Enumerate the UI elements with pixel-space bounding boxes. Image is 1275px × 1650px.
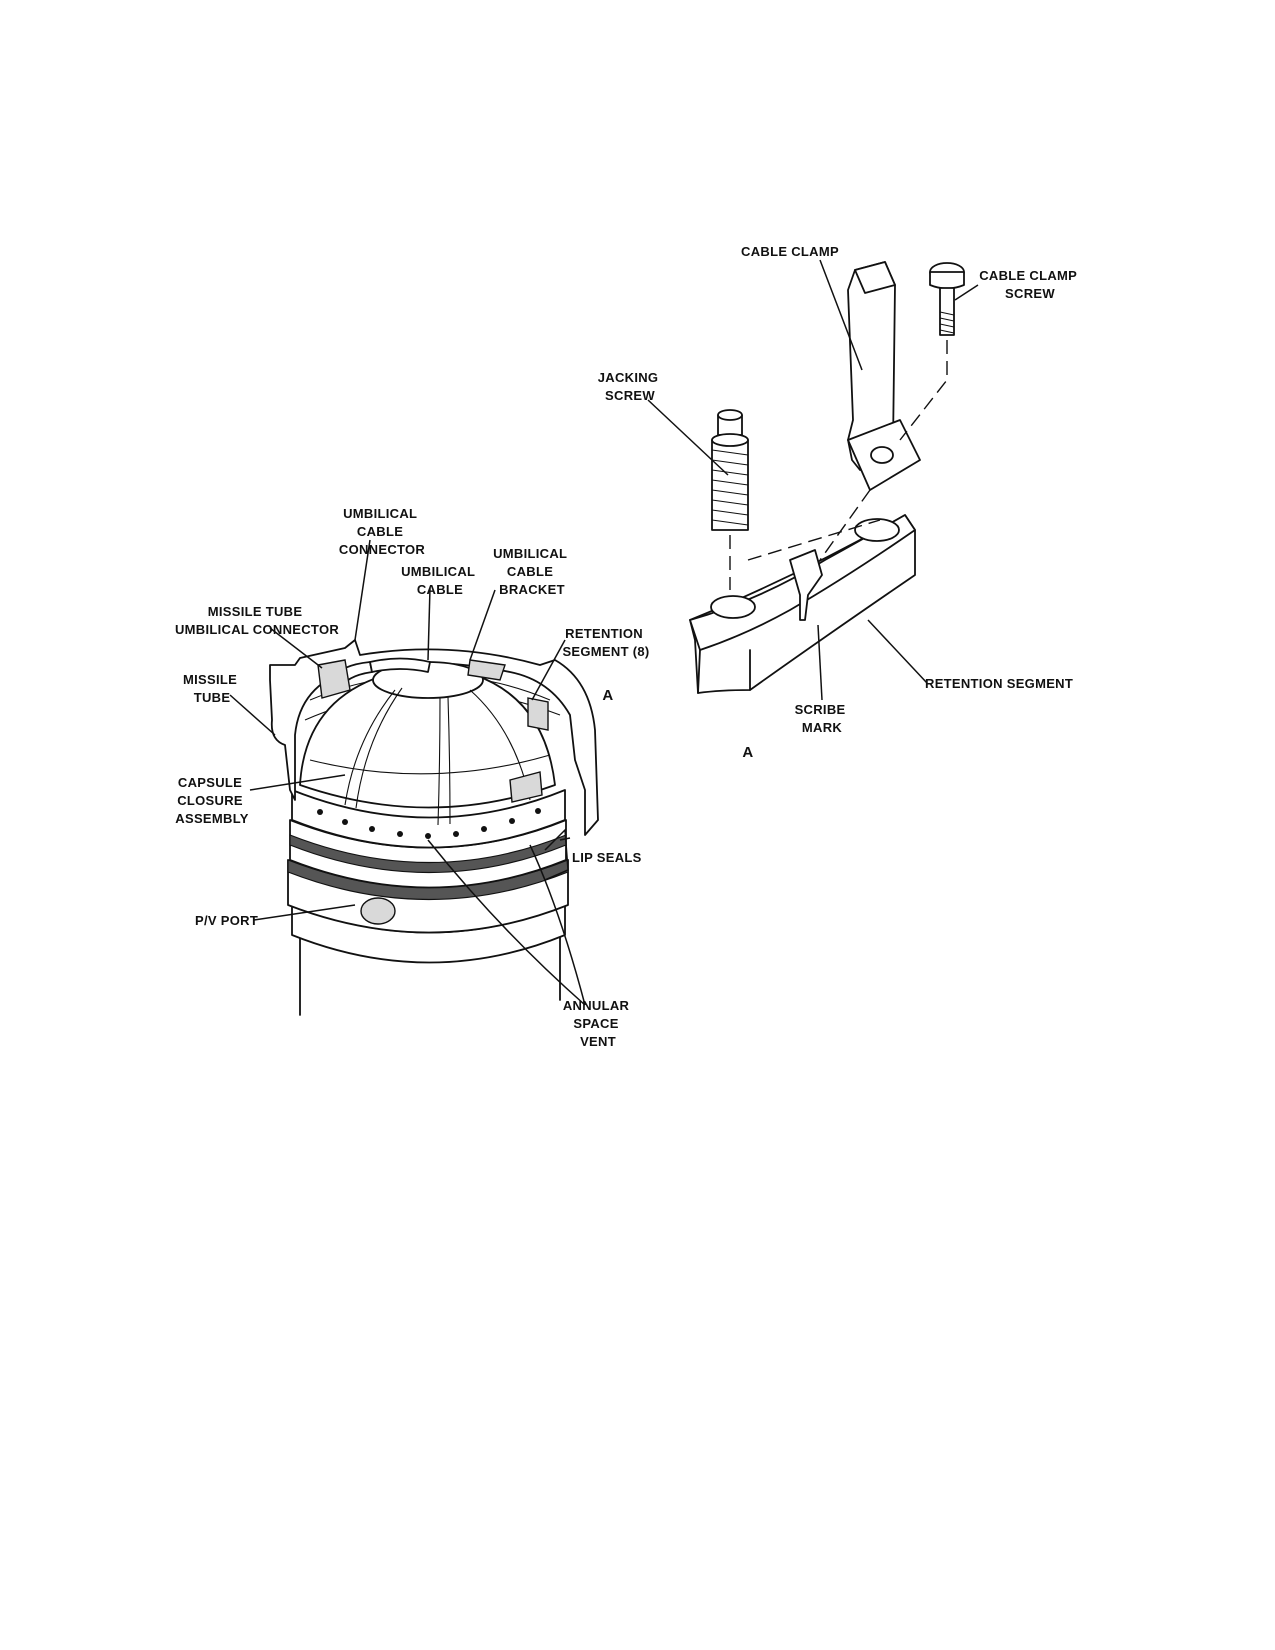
label-detail-a-right: A — [742, 744, 753, 761]
label-cable-clamp: CABLE CLAMP — [741, 244, 839, 259]
missile-tube-assembly-drawing — [269, 639, 599, 1016]
label-jacking-screw: JACKING SCREW — [598, 370, 663, 403]
right-leader-lines — [647, 259, 979, 701]
label-annular-space-vent: ANNULAR SPACE VENT — [563, 998, 633, 1049]
label-missile-tube: MISSILE TUBE — [183, 672, 241, 705]
label-umbilical-cable: UMBILICAL CABLE — [401, 564, 479, 597]
label-retention-segment-8: RETENTION SEGMENT (8) — [562, 626, 649, 659]
annular-vent-dots — [317, 808, 541, 839]
retention-segment-detail-drawing — [689, 261, 965, 694]
cable-clamp — [847, 261, 921, 491]
left-leader-lines — [229, 539, 586, 1006]
pv-port-hole — [360, 897, 396, 925]
cable-clamp-screw — [929, 262, 965, 336]
label-umbilical-cable-connector: UMBILICAL CABLE CONNECTOR — [339, 506, 426, 557]
jacking-screw — [711, 409, 749, 531]
clamp-screw-hole — [854, 518, 900, 542]
label-capsule-closure-assembly: CAPSULE CLOSURE ASSEMBLY — [175, 775, 248, 826]
label-missile-tube-umbilical-connector: MISSILE TUBE UMBILICAL CONNECTOR — [175, 604, 339, 637]
label-lip-seals: LIP SEALS — [572, 850, 642, 865]
label-cable-clamp-screw: CABLE CLAMP SCREW — [979, 268, 1081, 301]
label-scribe-mark: SCRIBE MARK — [795, 702, 850, 735]
label-detail-a-left: A — [602, 687, 613, 704]
label-retention-segment: RETENTION SEGMENT — [925, 676, 1073, 691]
jacking-screw-hole — [710, 595, 756, 619]
retention-segment-piece — [527, 697, 549, 731]
label-pv-port: P/V PORT — [195, 913, 258, 928]
umbilical-cable — [369, 657, 431, 673]
umbilical-connector — [317, 659, 351, 699]
umbilical-bracket — [467, 659, 506, 681]
label-umbilical-cable-bracket: UMBILICAL CABLE BRACKET — [493, 546, 571, 597]
